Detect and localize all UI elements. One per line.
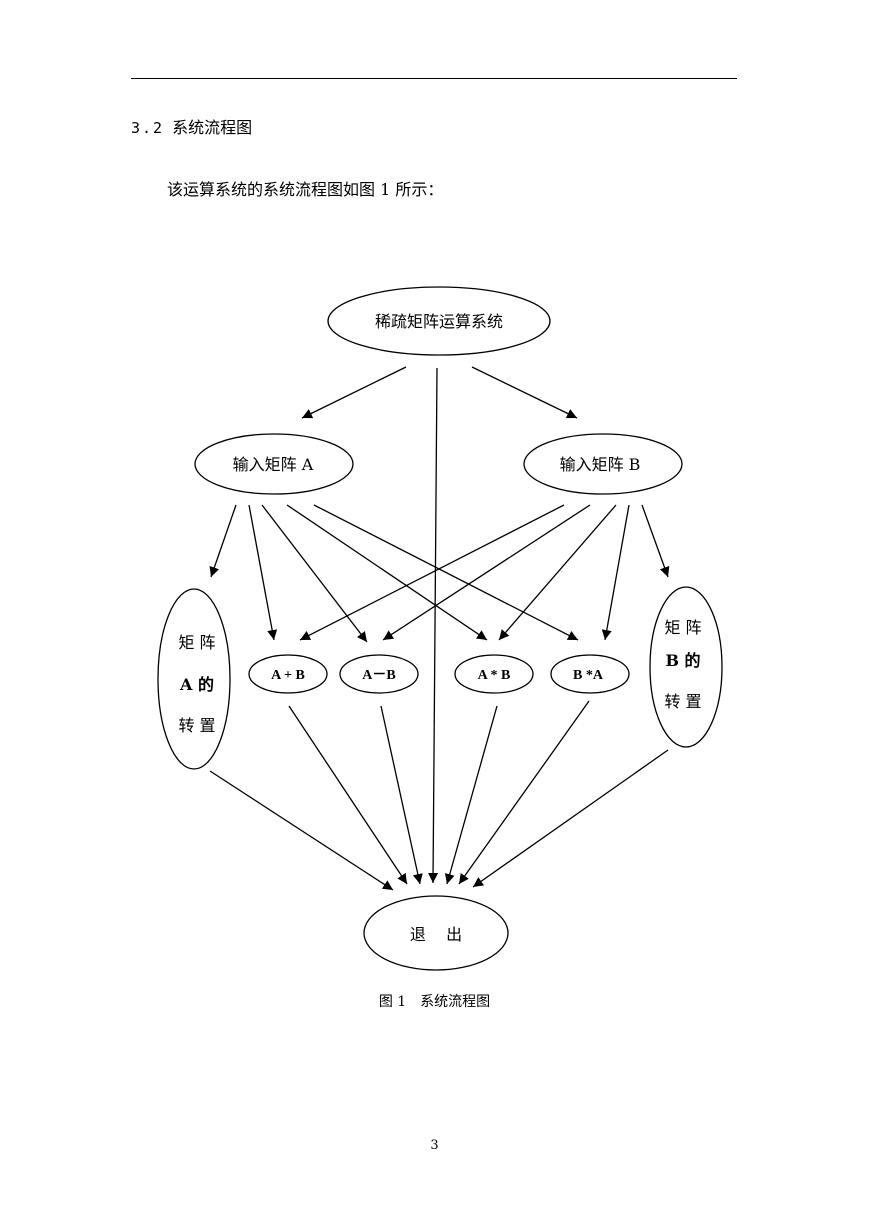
edge-transpose-a-exit [209, 770, 394, 891]
node-mul-ab [454, 654, 534, 694]
transpose-b-line-3: 转 置 [664, 692, 701, 711]
edge-mul-ab-exit [444, 705, 498, 885]
edge-root-input-a [301, 366, 407, 419]
edge-transpose-b-exit [472, 749, 669, 888]
input-b-label: 输入矩阵 B [560, 455, 641, 474]
section-heading: 3.2 系统流程图 [131, 114, 252, 138]
node-root [327, 286, 551, 356]
exit-label: 退 出 [410, 925, 462, 944]
mul-ba-label: B *A [573, 668, 604, 683]
transpose-a-line-1: 矩 阵 [178, 633, 215, 652]
intro-paragraph: 该运算系统的系统流程图如图 1 所示： [167, 180, 444, 199]
edge-input-a-sub [261, 504, 368, 643]
transpose-b-line-1: 矩 阵 [664, 618, 701, 637]
root-label: 稀疏矩阵运算系统 [375, 312, 503, 331]
edge-input-b-add [299, 504, 565, 641]
section-number: 3.2 [131, 119, 165, 137]
node-input-b [523, 433, 683, 495]
figure-title: 系统流程图 [420, 994, 491, 1010]
edge-input-b-sub [382, 504, 591, 641]
edge-input-b-mul-ba [601, 504, 630, 641]
sub-label: A－B [362, 668, 395, 683]
add-label: A + B [271, 668, 305, 683]
figure-caption: 图 1 系统流程图 [0, 991, 869, 1011]
transpose-a-line-2: A 的 [179, 675, 214, 694]
figure-label: 图 1 [378, 994, 407, 1010]
node-transpose-b [649, 586, 723, 748]
page-number: 3 [430, 1138, 439, 1153]
edge-input-b-transpose-b [641, 504, 670, 578]
node-transpose-a [157, 588, 231, 770]
edge-input-b-mul-ab [498, 504, 617, 641]
transpose-a-line-3: 转 置 [178, 716, 215, 735]
section-title: 系统流程图 [172, 118, 253, 137]
node-mul-ba [550, 654, 630, 694]
edge-input-a-transpose-a [209, 504, 237, 578]
header-rule [131, 78, 737, 79]
edge-input-a-add [248, 504, 278, 641]
edge-input-a-mul-ab [286, 504, 488, 641]
edge-input-a-mul-ba [313, 504, 579, 641]
node-sub [339, 654, 419, 694]
node-add [248, 654, 328, 694]
mul-ab-label: A * B [478, 668, 511, 683]
node-exit [363, 895, 509, 971]
edge-sub-exit [380, 705, 423, 885]
edge-root-input-b [471, 366, 578, 419]
transpose-b-line-2: B 的 [665, 651, 700, 670]
edge-root-exit [428, 367, 439, 884]
edge-mul-ba-exit [458, 700, 590, 885]
node-input-a [194, 433, 354, 495]
edge-add-exit [288, 705, 408, 885]
input-a-label: 输入矩阵 A [233, 455, 314, 474]
